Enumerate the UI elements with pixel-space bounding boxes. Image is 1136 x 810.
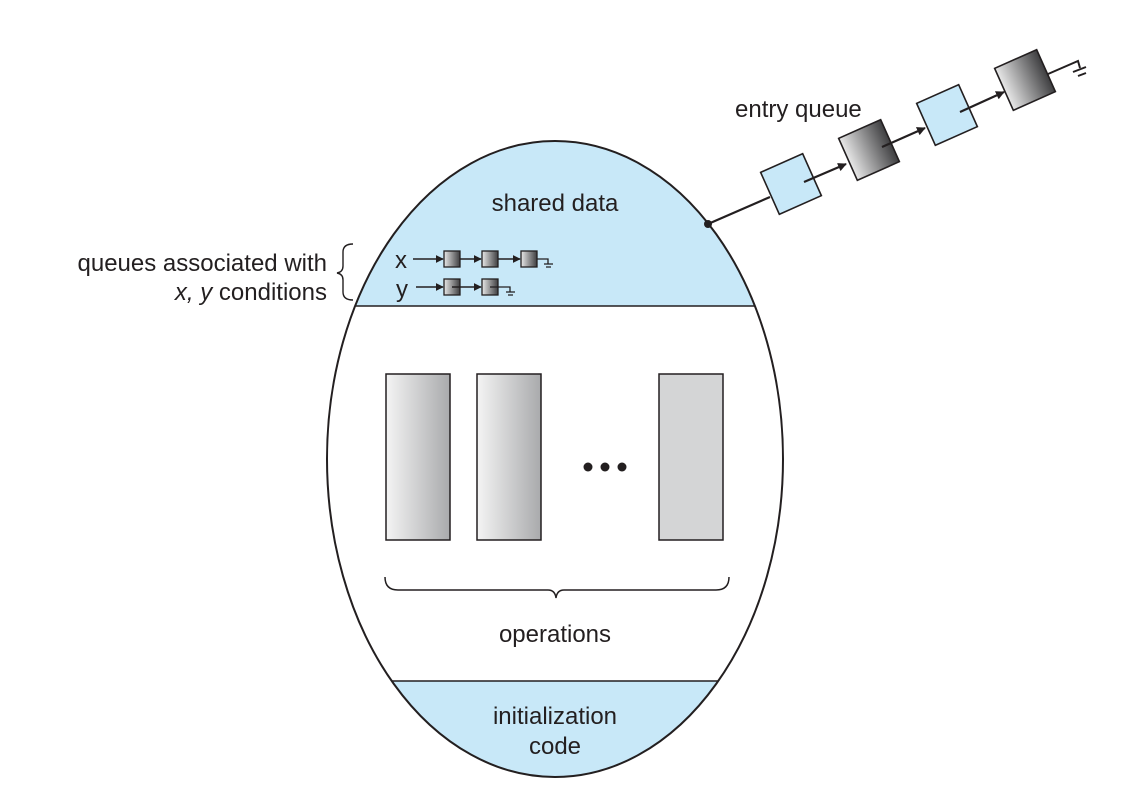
queue-x-label: x [395,247,407,274]
entry-queue-label: entry queue [735,96,862,123]
entry-queue-arrow [959,90,1005,114]
condition-queues-label-line2: x, y conditions [174,279,327,306]
null-terminator-icon [490,286,515,296]
operation-box [658,373,724,541]
initialization-label-line1: initialization [493,703,617,730]
shared-data-label: shared data [492,190,619,217]
initialization-label-line2: code [529,733,581,760]
conditions-word: conditions [212,279,327,306]
condition-queue-x: x [395,247,553,274]
ellipsis-dot [617,462,627,472]
null-terminator-icon [537,258,553,268]
operations-group [384,373,730,599]
operation-box [476,373,542,541]
condition-queue-y: y [396,276,515,303]
entry-queue-node [759,152,823,216]
condition-queues-brace [336,243,354,301]
entry-queue-node [837,118,901,182]
entry-queue [704,48,1087,228]
shared-data-region [327,141,783,306]
monitor-outline [326,140,784,778]
operations-label: operations [499,621,611,648]
queue-y-label: y [396,276,408,303]
entry-line [707,195,771,226]
operations-brace [384,576,730,599]
entry-queue-arrow [803,162,847,184]
ellipsis-dot [600,462,610,472]
entry-queue-node [993,48,1057,112]
condition-queues-label-line1: queues associated with [78,250,328,277]
operation-box [385,373,451,541]
entry-queue-arrow [881,126,926,149]
queue-node [520,250,538,268]
queue-node [443,250,461,268]
entry-queue-node [915,83,979,147]
ellipsis-dot [583,462,593,472]
queue-node [481,250,499,268]
null-terminator-icon [1047,59,1087,77]
condition-names: x, y [174,279,214,306]
